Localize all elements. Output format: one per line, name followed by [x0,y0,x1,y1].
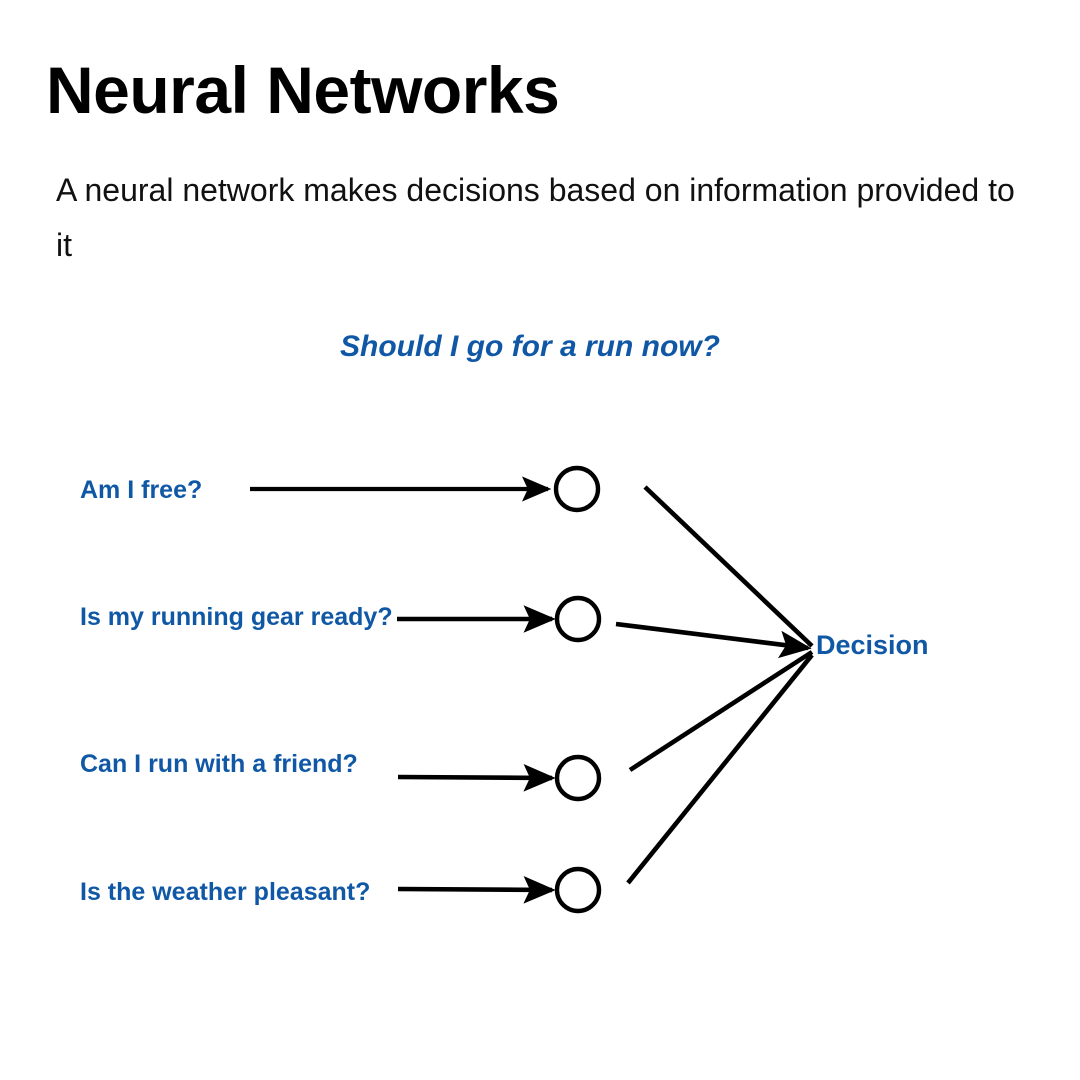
input-arrows [250,476,556,904]
node-1 [553,465,601,513]
output-edges [615,485,814,885]
slide-subtitle: A neural network makes decisions based o… [56,172,1015,263]
output-edge-2 [615,621,812,659]
diagram-heading: Should I go for a run now? [0,330,1080,364]
hidden-layer-nodes [553,465,602,914]
output-edge-3 [628,650,814,772]
output-edge-4 [626,653,814,885]
node-4 [554,866,602,914]
input-label-2: Is my running gear ready? [80,603,393,631]
input-arrow-4 [397,876,556,904]
output-label: Decision [816,630,929,660]
output-edge-1 [643,485,814,648]
node-2 [554,595,602,643]
input-arrow-3 [397,764,556,792]
input-label-3: Can I run with a friend? [80,750,358,778]
input-label-4: Is the weather pleasant? [80,878,371,906]
diagram-heading-text: Should I go for a run now? [340,330,720,363]
node-3 [554,754,602,802]
page-title: Neural Networks [46,53,560,127]
input-label-1: Am I free? [80,476,203,504]
